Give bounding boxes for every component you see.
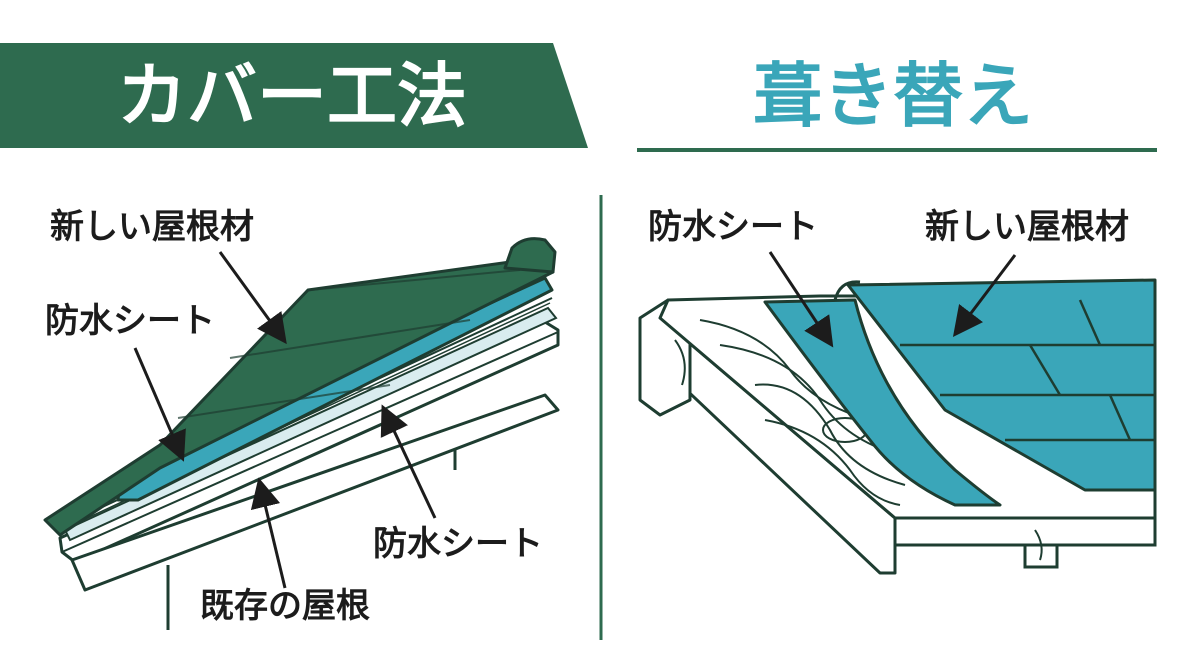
left-title-banner: カバー工法 [0,43,588,148]
label-new-roof-right: 新しい屋根材 [925,207,1129,247]
reroof-illustration [638,278,1157,575]
arrow-existing-roof [250,477,287,589]
arrow-waterproof-lower [380,404,437,519]
label-existing-roof: 既存の屋根 [200,586,370,626]
label-waterproof-lower: 防水シート [373,524,543,564]
arrow-waterproof-right [768,251,834,348]
waterproof-sheet [763,298,1002,507]
right-title: 葺き替え [637,55,1157,152]
label-waterproof-right: 防水シート [648,207,818,247]
right-title-text: 葺き替え [753,55,1033,137]
existing-waterproof-sheet [63,306,558,542]
label-waterproof-upper: 防水シート [45,301,215,341]
label-new-roof-material: 新しい屋根材 [50,207,254,247]
new-shingles [846,278,1157,492]
arrow-new-roof [218,251,287,345]
cover-method-roof-illustration [43,237,560,630]
arrow-waterproof-upper [133,347,186,462]
left-title: カバー工法 [117,55,467,137]
ridge-cap [503,237,557,274]
arrow-new-roof-right [952,254,1017,337]
